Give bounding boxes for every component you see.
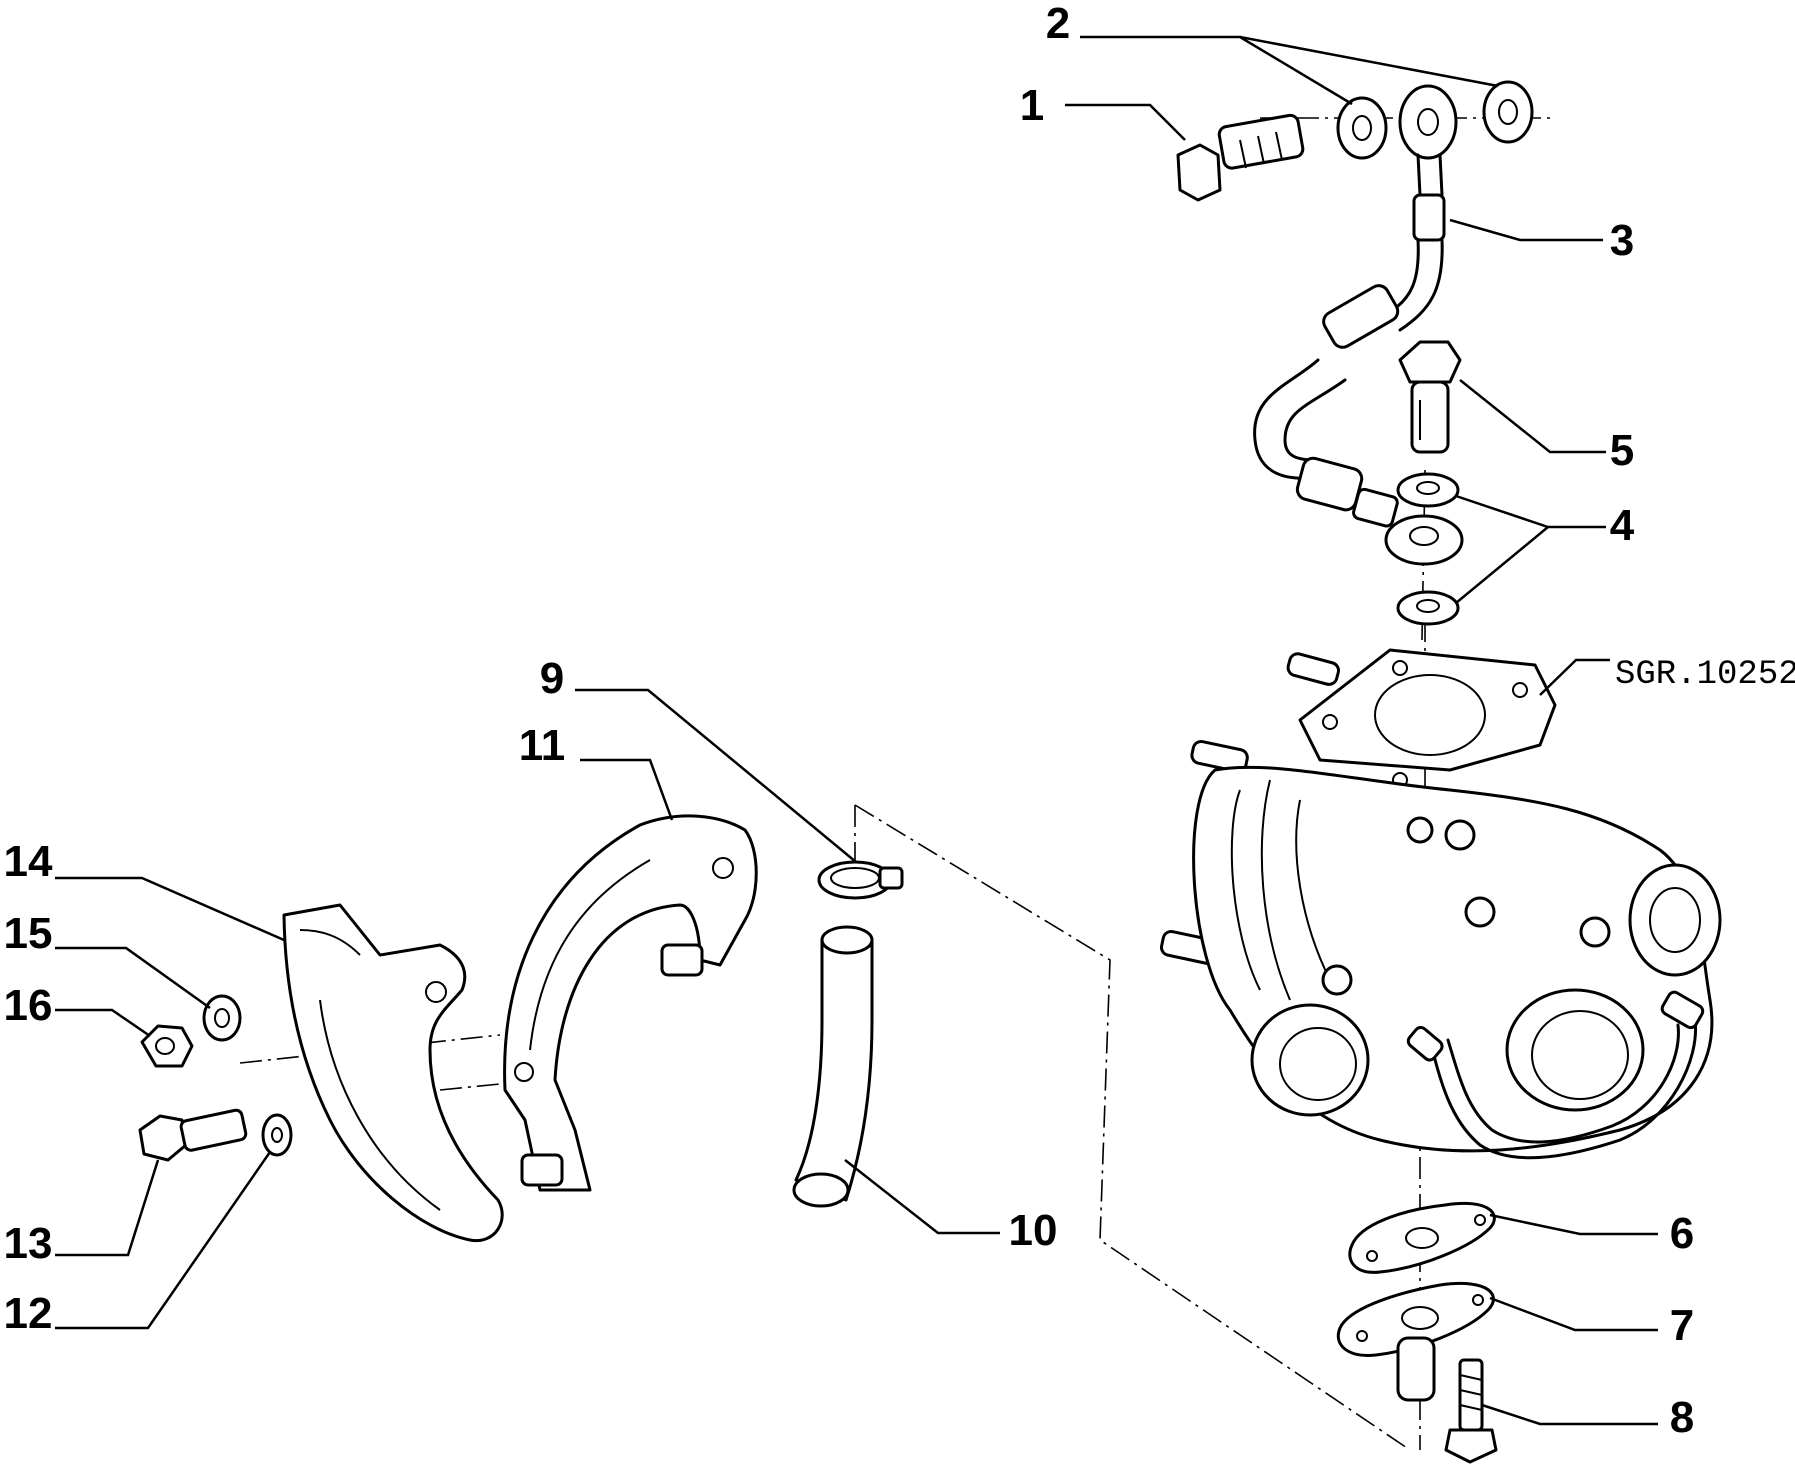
oil-drain-flange	[1336, 1282, 1495, 1402]
leader-lines	[55, 35, 1658, 1426]
banjo-bolt-mid	[1398, 340, 1462, 454]
nut	[140, 1024, 194, 1068]
support-bracket	[503, 814, 758, 1192]
callout-2: 2	[1046, 0, 1070, 48]
heat-shield	[282, 903, 504, 1243]
callout-15: 15	[4, 909, 53, 958]
callout-14: 14	[4, 837, 53, 886]
banjo-bolt-top	[1176, 113, 1305, 202]
drawing-code: SGR.10252	[1615, 656, 1795, 694]
hex-bolt	[138, 1108, 248, 1162]
stud-bolt	[1444, 1358, 1498, 1464]
gasket	[1348, 1201, 1496, 1274]
oil-return-hose	[792, 925, 874, 1208]
callout-10: 10	[1009, 1206, 1058, 1255]
callout-8: 8	[1670, 1393, 1694, 1442]
sealing-washers-mid	[1396, 472, 1460, 626]
hose-clamp	[817, 860, 904, 900]
callout-12: 12	[4, 1289, 53, 1338]
washer-15	[202, 994, 242, 1042]
callout-7: 7	[1670, 1301, 1694, 1350]
oil-feed-pipe	[1253, 84, 1464, 566]
callout-13: 13	[4, 1219, 53, 1268]
callout-5: 5	[1610, 426, 1634, 475]
turbocharger	[1159, 648, 1722, 1160]
callout-1: 1	[1020, 81, 1044, 130]
callout-9: 9	[540, 654, 564, 703]
callout-16: 16	[4, 981, 53, 1030]
callout-labels: 1 2 3 4 5 6 7 8 9 10 11 12 13 14 15 16	[4, 0, 1695, 1442]
callout-6: 6	[1670, 1209, 1694, 1258]
sealing-washers-top	[1336, 80, 1534, 160]
callout-3: 3	[1610, 216, 1634, 265]
callout-4: 4	[1610, 501, 1635, 550]
washer-12	[261, 1113, 293, 1157]
callout-11: 11	[519, 721, 566, 770]
